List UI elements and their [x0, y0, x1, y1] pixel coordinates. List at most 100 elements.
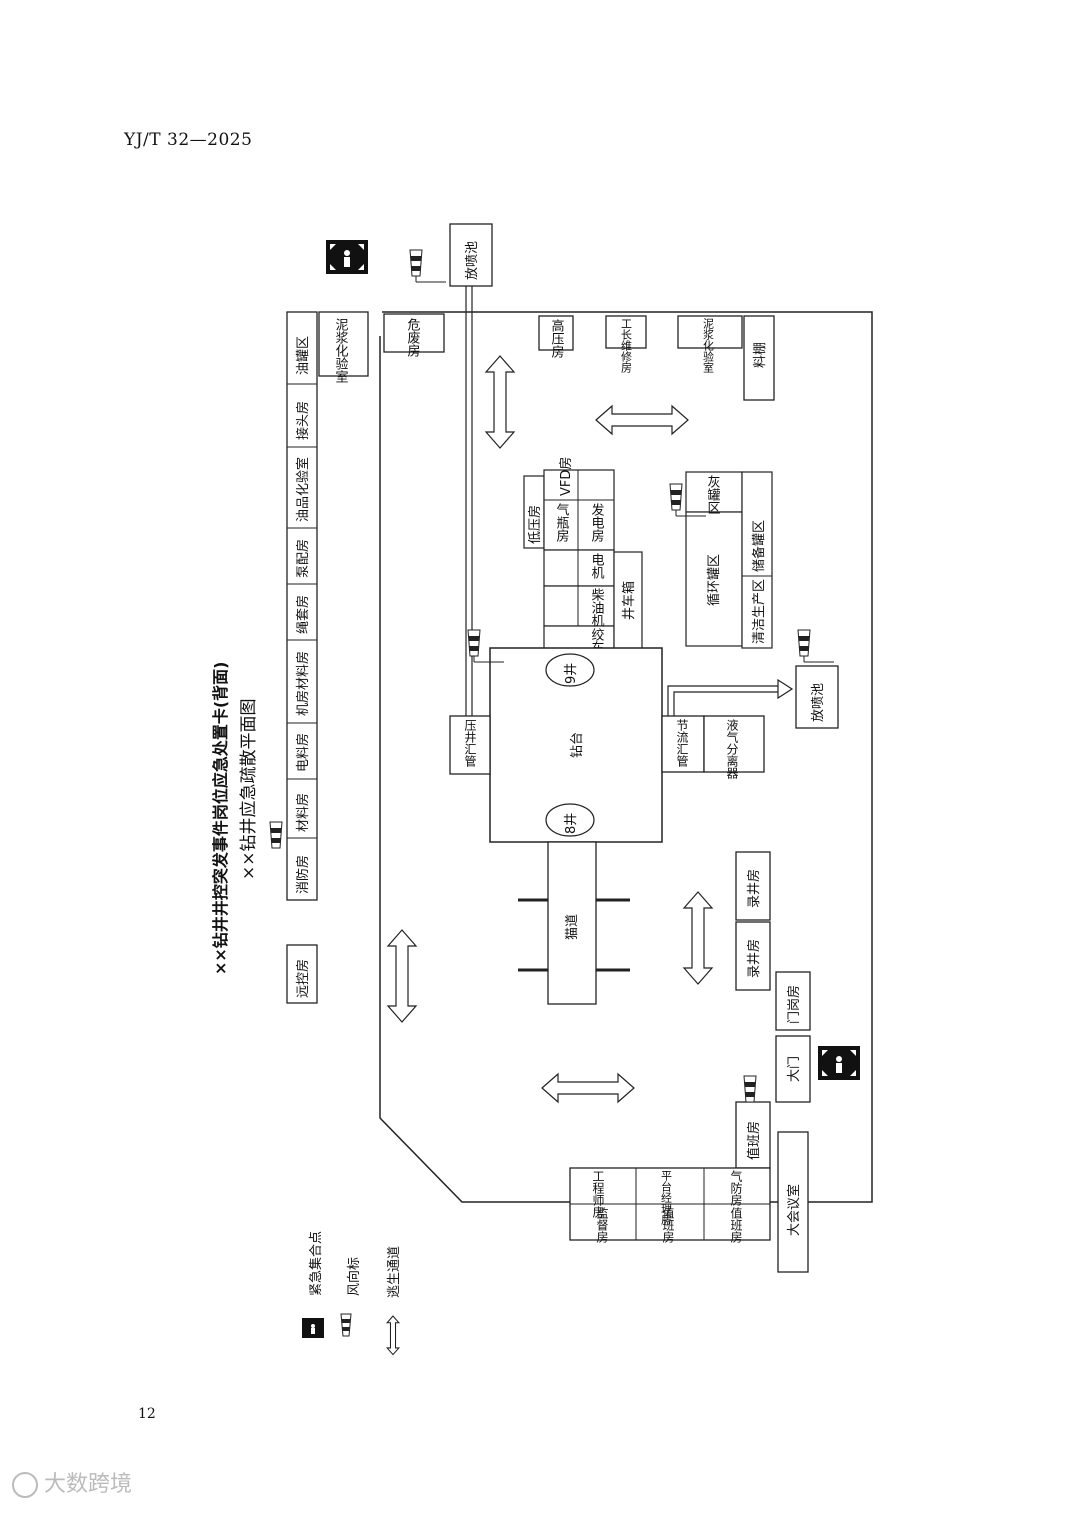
bottom-room-cluster: [569, 1131, 809, 1273]
diagram-title: ××钻井井控突发事件岗位应急处置卡(背面): [211, 662, 230, 975]
watermark-text: 大数跨境: [44, 1472, 133, 1497]
room-gongchengshi: 工程师房: [591, 1170, 605, 1218]
escape-arrow-1: [485, 355, 515, 449]
well-8: [545, 803, 595, 837]
room-box-gongzhang: [605, 315, 647, 349]
room-dianliao: 电料房: [295, 733, 311, 772]
room-fadian: 发电房: [589, 502, 605, 542]
legend-assembly-label: 紧急集合点: [308, 1231, 324, 1296]
windsock-icon: [409, 249, 446, 283]
equipment-block: [523, 469, 643, 651]
escape-arrow-3: [387, 929, 417, 1023]
assembly-point-icon: [818, 1046, 860, 1080]
document-code: YJ/T 32—2025: [124, 130, 253, 150]
room-qifang: 气防房: [729, 1169, 743, 1206]
room-xiaofang: 消防房: [295, 855, 311, 894]
room-huiguan: 灰罐区: [705, 475, 721, 514]
escape-arrow-2: [595, 405, 689, 435]
room-jifang: 机房材料房: [295, 651, 311, 716]
legend-windsock-icon: [340, 1313, 352, 1337]
windsock-icon: [467, 629, 504, 663]
room-youguan: 油罐区: [296, 336, 311, 375]
room-yeqi: 液气分离器: [725, 718, 739, 780]
legend-assembly-icon: [302, 1318, 324, 1338]
legend-escape-icon: [385, 1315, 401, 1356]
room-liaopeng: 料棚: [753, 342, 768, 368]
room-lujing2: 录井房: [746, 939, 762, 978]
room-nijiang-left: 泥浆化验室: [333, 318, 349, 383]
room-chubei: 储备罐区: [751, 520, 767, 572]
room-zhiban2: 值班房: [661, 1206, 675, 1243]
room-box-lujing2: [735, 921, 771, 991]
escape-arrow-4: [683, 891, 713, 985]
room-dianji: 电机: [589, 553, 605, 580]
assembly-point-icon: [326, 240, 368, 274]
room-yuankong: 远控房: [295, 959, 311, 998]
watermark: 大数跨境: [12, 1466, 132, 1498]
room-nijiang-right: 泥浆化验室: [702, 318, 715, 373]
room-pingtai: 平台经理房: [660, 1170, 673, 1226]
room-box-menggang: [775, 971, 811, 1031]
room-jiandu: 监督房: [595, 1207, 609, 1243]
room-zhiban3: 值班房: [729, 1206, 743, 1243]
room-box-gaoya: [538, 315, 574, 351]
catwalk-label: 猫道: [565, 914, 580, 940]
room-lujing1: 录井房: [746, 869, 762, 908]
room-vfd: VFD房: [558, 457, 574, 496]
well-9: [545, 653, 595, 687]
room-box-nijiang-left: [318, 311, 369, 377]
room-damen: 大门: [787, 1056, 802, 1082]
windsock-icon: [669, 483, 706, 517]
room-box-fangpen-top: [449, 223, 493, 287]
legend-escape-label: 逃生通道: [387, 1246, 402, 1298]
drill-floor-label: 钻台: [570, 732, 585, 758]
room-jietou: 接头房: [295, 401, 311, 440]
windsock-icon: [269, 821, 283, 849]
windsock-icon: [743, 1075, 757, 1103]
room-menggang: 门岗房: [786, 985, 802, 1024]
room-xunhuan: 循环罐区: [707, 554, 722, 606]
well-8-label: 8井: [564, 813, 579, 834]
room-huiyi: 大会议室: [786, 1184, 802, 1236]
room-weifei: 危废房: [405, 318, 421, 357]
room-qiping: 气瓶房: [554, 502, 570, 542]
room-box-fangpen-right: [795, 665, 839, 729]
room-qingjie: 清洁生产区: [752, 579, 767, 644]
windsock-icon: [797, 629, 834, 663]
room-box-liaopeng: [743, 315, 775, 401]
room-yajing: 压井汇管: [463, 719, 477, 768]
room-diya: 低压房: [527, 505, 543, 544]
room-fangpen-right: 放喷池: [811, 683, 826, 722]
room-shengtao: 绳套房: [295, 595, 311, 634]
legend: 紧急集合点 风向标 逃生通道: [302, 1231, 402, 1356]
well-9-label: 9井: [564, 663, 579, 684]
room-box-damen: [775, 1035, 811, 1103]
room-fangpen-top: 放喷池: [465, 241, 480, 280]
vent-pipe-right: [667, 685, 778, 716]
page-number: 12: [138, 1406, 156, 1422]
watermark-logo-icon: [12, 1472, 38, 1498]
room-box-lujing1: [735, 851, 771, 921]
room-jingche: 井车箱: [621, 581, 637, 620]
room-gaoya: 高压房: [549, 318, 565, 358]
room-box-yeqi: [703, 715, 765, 773]
room-gongzhang: 工长维修房: [620, 318, 633, 374]
room-jieliu: 节流汇管: [675, 719, 689, 768]
room-bengpei: 泵配房: [295, 539, 311, 578]
diagram-subtitle: ××钻井应急疏散平面图: [239, 699, 259, 881]
room-box-nijiang-right: [677, 315, 743, 349]
room-box-yuankong: [286, 944, 318, 1004]
room-box-yajing: [449, 715, 491, 775]
room-zhiban-right: 值班房: [746, 1121, 762, 1160]
room-youpin: 油品化验室: [295, 457, 311, 522]
left-room-column: [286, 311, 318, 901]
escape-arrow-5: [541, 1073, 635, 1103]
room-cailiao: 材料房: [295, 793, 311, 832]
room-box-weifei: [383, 313, 445, 353]
legend-windsock-label: 风向标: [346, 1257, 362, 1296]
room-chaiyou: 柴油机: [589, 588, 605, 628]
tank-area: [685, 471, 773, 649]
catwalk: [547, 841, 597, 1005]
room-box-jieliu: [661, 715, 705, 773]
